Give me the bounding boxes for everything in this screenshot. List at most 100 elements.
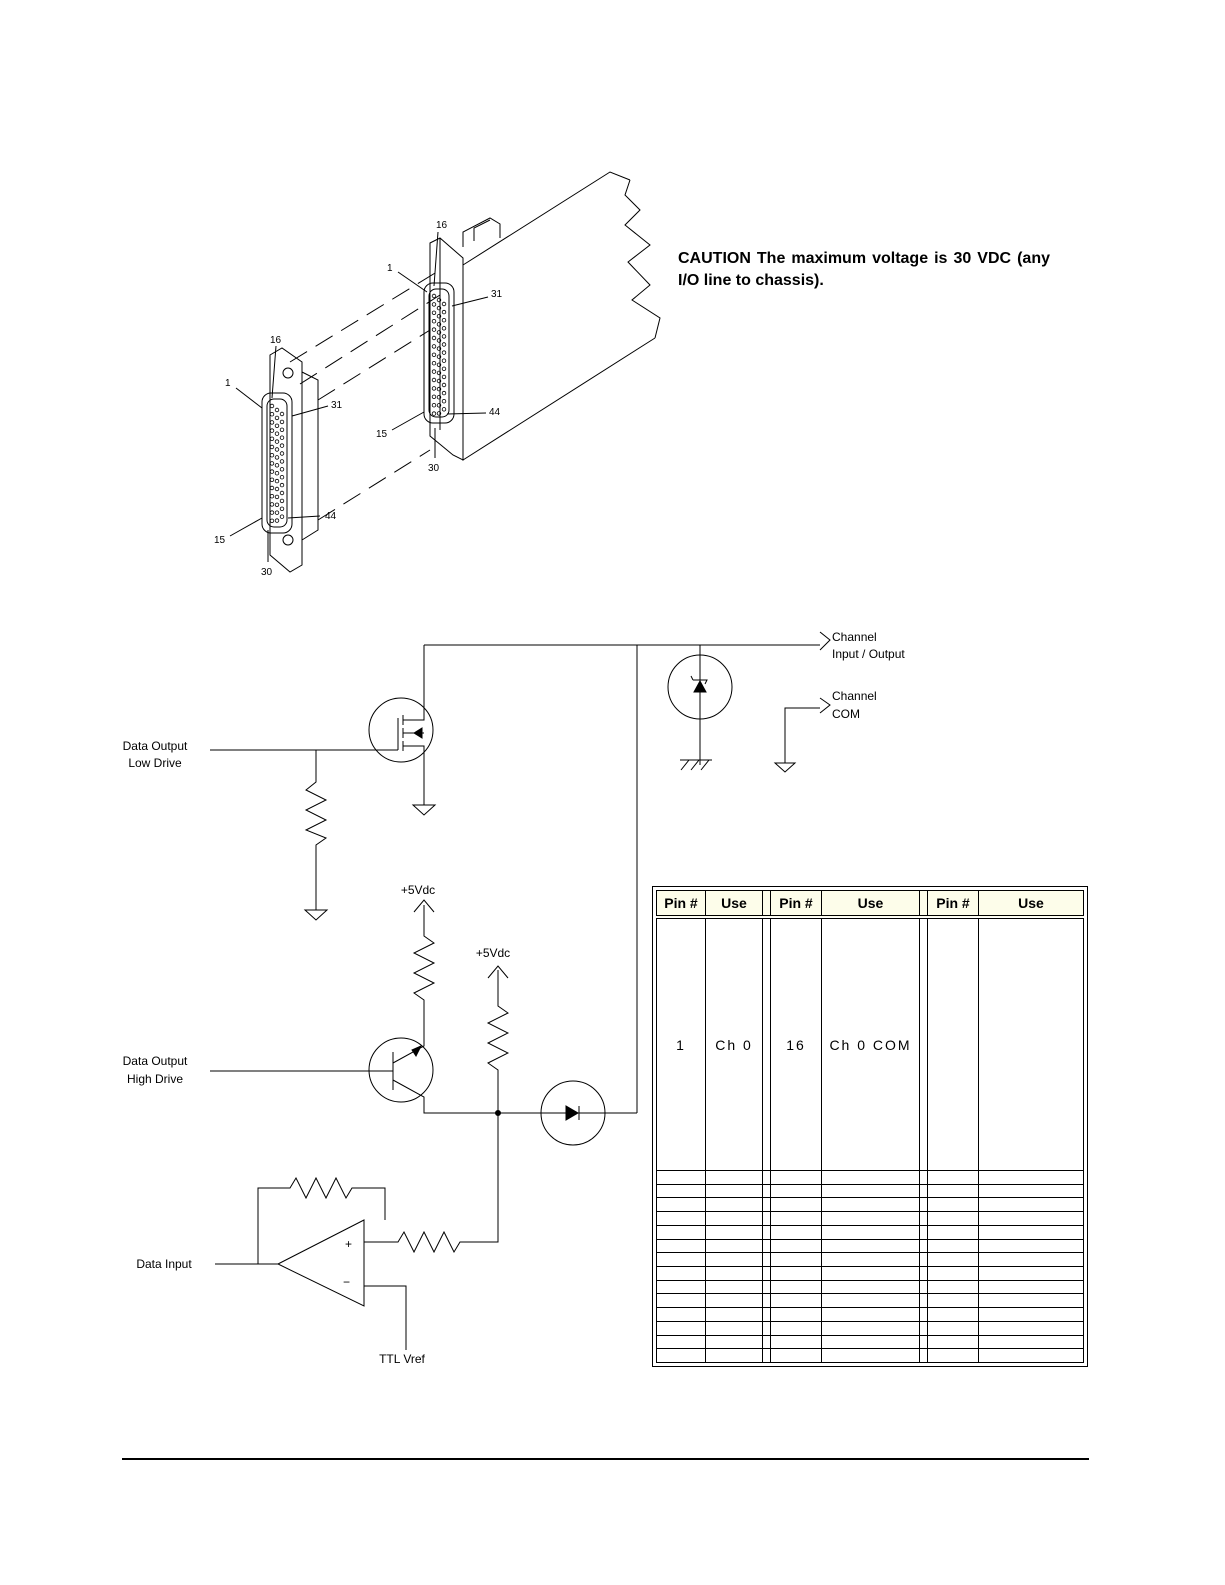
- table-cell: [770, 1266, 822, 1281]
- table-row: [656, 1224, 1084, 1240]
- table-cell: [927, 1211, 979, 1226]
- table-cell: [978, 1279, 1084, 1295]
- table-cell: [978, 1224, 1084, 1240]
- plug-pin: [274, 494, 280, 500]
- table-cell: [821, 1348, 920, 1363]
- table-cell: [770, 1334, 822, 1350]
- caution-note: CAUTION The maximum voltage is 30 VDC (a…: [678, 250, 1050, 289]
- label-data-input: Data Input: [136, 1257, 192, 1271]
- table-cell: [705, 1266, 763, 1281]
- card-pin-hole: [436, 362, 442, 367]
- table-gap-cell: [762, 1279, 771, 1295]
- label-vcc-2: +5Vdc: [476, 946, 510, 960]
- table-cell: [978, 1348, 1084, 1363]
- table-gap-cell: [919, 1211, 928, 1226]
- plug-pin: [279, 411, 285, 417]
- card-pin-hole: [441, 301, 447, 307]
- table-row: [656, 1252, 1084, 1267]
- table-gap-cell: [919, 1183, 928, 1199]
- footer-rule: [122, 1458, 1089, 1460]
- table-cell: [927, 916, 979, 1172]
- card-pin-hole: [431, 335, 437, 341]
- plug-pin: [269, 494, 275, 499]
- plug-pin: [269, 420, 275, 425]
- table-cell: [656, 1279, 706, 1295]
- table-cell: [821, 1293, 920, 1309]
- card-pin-hole: [436, 386, 442, 392]
- table-row: [656, 1293, 1084, 1309]
- table-cell: [821, 1238, 920, 1254]
- table-cell: Ch 0: [705, 916, 763, 1172]
- table-cell: [927, 1170, 979, 1185]
- table-cell: [705, 1197, 763, 1213]
- plug-pin: [279, 459, 285, 464]
- label-data-output-low-2: Low Drive: [128, 756, 182, 770]
- plug-pin-44: 44: [325, 511, 337, 522]
- plug-pin: [279, 435, 285, 440]
- table-cell: [978, 1252, 1084, 1267]
- plug-pin: [269, 518, 275, 523]
- table-row: [656, 1197, 1084, 1213]
- header-use-2: Use: [821, 890, 920, 919]
- table-cell: [656, 1348, 706, 1363]
- table-cell: [705, 1293, 763, 1309]
- plug-pin: [279, 443, 285, 448]
- table-cell: [978, 916, 1084, 1172]
- table-row: [656, 1334, 1084, 1350]
- output-diode: [498, 1080, 637, 1146]
- table-gap-cell: [919, 1293, 928, 1309]
- card-pin-hole: [441, 399, 447, 404]
- label-ttl-vref: TTL Vref: [379, 1352, 425, 1366]
- table-cell: [705, 1183, 763, 1199]
- plug-pin: [269, 485, 275, 491]
- mosfet-low-drive: [210, 645, 437, 816]
- table-gap-cell: [919, 1334, 928, 1350]
- table-cell: [770, 1211, 822, 1226]
- table-gap-cell: [919, 1266, 928, 1281]
- table-cell: [770, 1224, 822, 1240]
- table-cell: [927, 1224, 979, 1240]
- table-cell: [770, 1320, 822, 1336]
- zener-diode: [667, 645, 733, 771]
- table-cell: [705, 1334, 763, 1350]
- table-cell: [927, 1238, 979, 1254]
- plug-pin: [274, 455, 280, 460]
- table-gap-cell: [919, 1197, 928, 1213]
- card-pin-hole: [441, 334, 447, 339]
- table-row: [656, 1348, 1084, 1363]
- bjt-high-drive: [210, 899, 498, 1114]
- table-cell: [978, 1293, 1084, 1309]
- table-cell: [978, 1170, 1084, 1185]
- card-pin-hole: [441, 407, 447, 412]
- card-pin-hole: [436, 346, 442, 351]
- card-pin-hole: [441, 350, 447, 355]
- pin-callout-leaders: [229, 231, 489, 562]
- table-cell: [927, 1279, 979, 1295]
- card-pin-hole: [436, 322, 442, 327]
- table-cell: [978, 1320, 1084, 1336]
- table-cell: [656, 1238, 706, 1254]
- table-gap-cell: [762, 1170, 771, 1185]
- header-use-3: Use: [978, 890, 1084, 919]
- card-pin-hole: [441, 366, 447, 371]
- table-cell: [927, 1307, 979, 1322]
- card-pin-hole: [441, 358, 447, 363]
- table-cell: [770, 1279, 822, 1295]
- vcc-arrow-1: [413, 899, 435, 913]
- card-pin-hole: [436, 330, 442, 335]
- table-cell: [821, 1211, 920, 1226]
- card-pin-1: 1: [387, 263, 393, 274]
- chassis-ground-symbol: [680, 759, 712, 771]
- table-cell: [821, 1224, 920, 1240]
- table-cell: [821, 1334, 920, 1350]
- table-cell: [978, 1307, 1084, 1322]
- table-cell: [927, 1293, 979, 1309]
- plug-pin: [279, 498, 285, 504]
- table-gap-cell: [762, 1266, 771, 1281]
- plug-pin: [279, 451, 285, 456]
- card-pin-hole: [431, 293, 437, 299]
- table-cell: [705, 1348, 763, 1363]
